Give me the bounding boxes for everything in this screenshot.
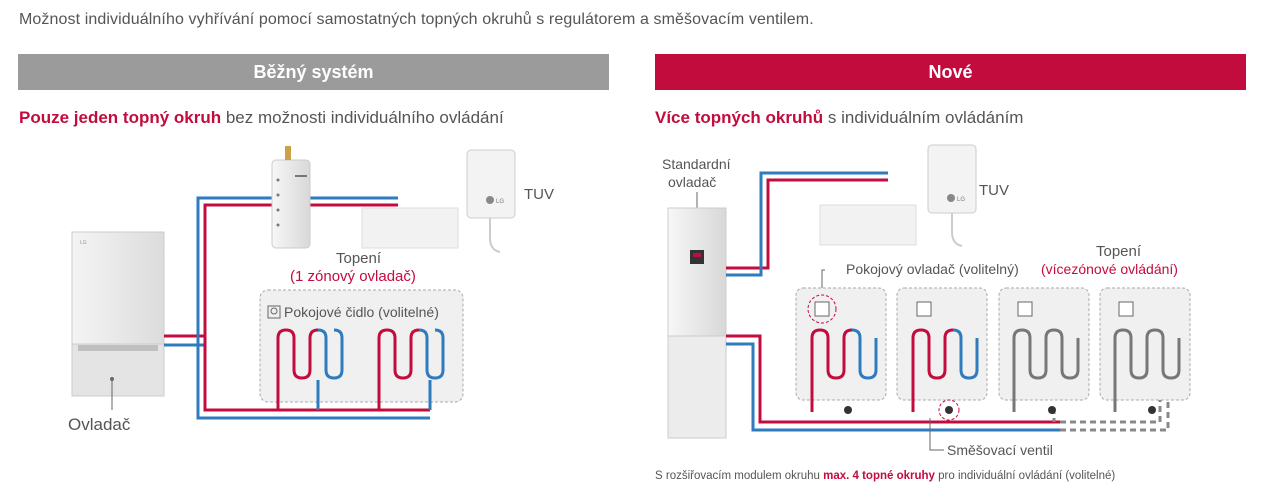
standard-controller-label-1: Standardní	[662, 156, 731, 172]
hot-water-tank	[271, 146, 311, 249]
lg-logo-icon	[486, 196, 494, 204]
left-subtitle-bold: Pouze jeden topný okruh	[19, 108, 222, 127]
svg-text:LG: LG	[496, 199, 504, 205]
right-zone-boxes	[795, 287, 1191, 401]
footnote-pre: S rozšiřovacím modulem okruhu	[655, 470, 824, 482]
left-subtitle-rest: bez možnosti individuálního ovládání	[221, 108, 504, 127]
room-sensor-icon	[267, 305, 281, 319]
hydro-box-right	[819, 204, 917, 246]
right-subtitle-rest: s individuálním ovládáním	[823, 108, 1024, 127]
left-topeni-label: Topení	[336, 250, 382, 267]
left-zone-controller-label: (1 zónový ovladač)	[290, 268, 416, 285]
left-tuv-label: TUV	[524, 186, 554, 203]
room-controller-icon	[814, 301, 830, 317]
left-subtitle: Pouze jeden topný okruh bez možnosti ind…	[19, 108, 504, 128]
mixing-valve-icon	[844, 399, 1156, 421]
optional-pipes	[1052, 400, 1170, 432]
standard-controller-label-2: ovladač	[668, 174, 716, 190]
right-floor-loops	[810, 328, 1181, 412]
combined-unit	[667, 207, 727, 439]
right-diagram: Standardní ovladač LG TUV Topení (ví	[662, 144, 1191, 458]
left-controller-label: Ovladač	[68, 415, 131, 434]
tuv-controller-left: LG	[466, 149, 516, 253]
svg-text:LG: LG	[80, 240, 87, 246]
svg-text:LG: LG	[957, 197, 965, 203]
conventional-system-header: Běžný systém	[18, 54, 609, 90]
right-subtitle: Více topných okruhů s individuálním ovlá…	[655, 108, 1023, 128]
intro-text: Možnost individuálního vyhřívání pomocí …	[19, 11, 814, 28]
left-pipes	[164, 196, 430, 420]
footnote-post: pro individuální ovládání (volitelné)	[934, 470, 1116, 482]
indoor-unit: LG	[71, 231, 165, 410]
hydro-box-left	[361, 207, 459, 249]
right-pipes	[726, 171, 1060, 432]
tuv-controller-right: LG	[927, 144, 977, 247]
left-diagram: LG	[68, 146, 554, 434]
right-subtitle-bold: Více topných okruhů	[655, 108, 824, 127]
left-floor-loops	[276, 328, 445, 410]
right-topeni-label: Topení	[1096, 243, 1142, 260]
mixing-valve-label: Směšovací ventil	[947, 442, 1053, 458]
right-multi-zone-label: (vícezónové ovládání)	[1041, 261, 1178, 277]
room-controller-label: Pokojový ovladač (volitelný)	[846, 261, 1019, 277]
footnote: S rozšiřovacím modulem okruhu max. 4 top…	[655, 470, 1115, 482]
right-tuv-label: TUV	[979, 182, 1009, 199]
new-system-header: Nové	[655, 54, 1246, 90]
left-room-sensor-label: Pokojové čidlo (volitelné)	[284, 304, 439, 320]
footnote-bold: max. 4 topné okruhy	[823, 470, 935, 482]
